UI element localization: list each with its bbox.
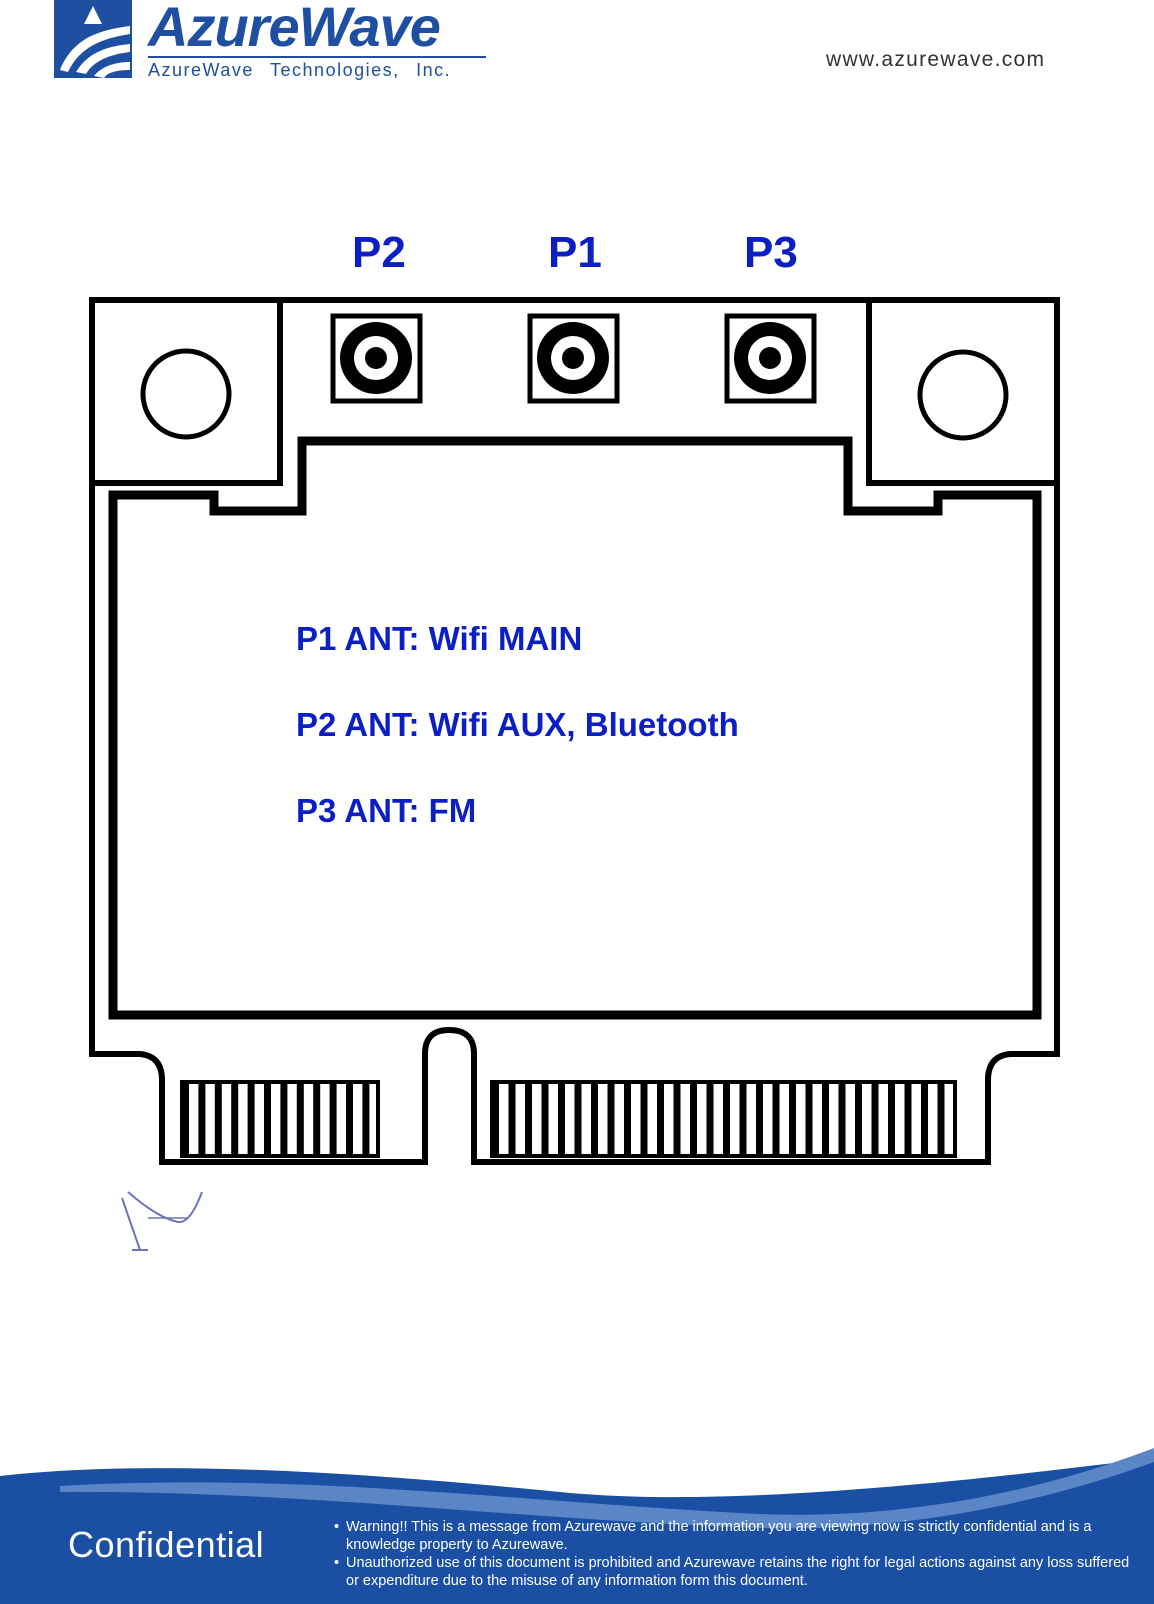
connector-pin [640, 1082, 648, 1156]
website-url: www.azurewave.com [826, 48, 1046, 71]
connector-pin [231, 1082, 239, 1156]
connector-pin [822, 1082, 829, 1156]
connector-pin [657, 1082, 664, 1156]
azurewave-logo-icon [54, 0, 132, 78]
connector-pin [921, 1082, 928, 1156]
bullet: • [334, 1555, 340, 1571]
connector-pin [591, 1082, 598, 1156]
connector-pin [805, 1082, 813, 1156]
edge-connector-pins-left [180, 1080, 380, 1158]
connector-pin [198, 1082, 206, 1156]
connector-pin [264, 1082, 271, 1156]
connector-pin [525, 1082, 532, 1156]
connector-pin [673, 1082, 681, 1156]
connector-pin [362, 1082, 370, 1156]
connector-pin [855, 1082, 862, 1156]
antenna-connector-p2 [330, 313, 423, 404]
connector-pin [723, 1082, 730, 1156]
connector-pin [280, 1082, 288, 1156]
connector-pin [904, 1082, 912, 1156]
port-label-p1: P1 [548, 228, 602, 277]
connector-pin [607, 1082, 615, 1156]
legend-p1: P1 ANT: Wifi MAIN [296, 620, 583, 657]
connector-pin [888, 1082, 895, 1156]
connector-pin [690, 1082, 697, 1156]
board-outline [89, 297, 1060, 1165]
connector-pin [329, 1082, 337, 1156]
connector-pin [541, 1082, 549, 1156]
connector-pin [574, 1082, 582, 1156]
footer-banner [0, 1428, 1154, 1604]
shield-outline [108, 436, 1042, 1020]
connector-pin [739, 1082, 747, 1156]
antenna-connector-p1 [527, 313, 620, 404]
connector-pin [182, 1082, 189, 1156]
port-label-p3: P3 [744, 228, 798, 277]
legend-p2: P2 ANT: Wifi AUX, Bluetooth [296, 706, 739, 743]
brand-name: AzureWave [148, 0, 441, 58]
connector-pin [492, 1082, 499, 1156]
connector-pin [214, 1082, 222, 1156]
warning-text-2: Unauthorized use of this document is pro… [346, 1555, 1130, 1589]
connector-pin [508, 1082, 516, 1156]
right-mount-hole [917, 349, 1009, 441]
left-mount-hole [140, 348, 232, 440]
connector-pin [871, 1082, 879, 1156]
antenna-connector-p3 [724, 313, 817, 404]
warning-notice-1: • Warning!! This is a message from Azurew… [334, 1518, 1146, 1554]
brand-subtitle: AzureWave Technologies, Inc. [148, 60, 452, 80]
watermark-icon [121, 1191, 203, 1251]
connector-pin [937, 1082, 945, 1156]
right-mount-pad [866, 297, 1060, 486]
connector-pin [838, 1082, 846, 1156]
connector-pin [756, 1082, 763, 1156]
brand-divider [148, 56, 486, 58]
connector-pin [772, 1082, 780, 1156]
connector-pin [346, 1082, 353, 1156]
connector-pin [296, 1082, 304, 1156]
edge-connector-pins-right [490, 1080, 957, 1158]
connector-pin [313, 1082, 321, 1156]
connector-pin [624, 1082, 631, 1156]
warning-notice-2: • Unauthorized use of this document is pr… [334, 1554, 1146, 1590]
left-mount-pad [89, 297, 283, 486]
warning-text-1: Warning!! This is a message from Azurewa… [346, 1519, 1092, 1553]
connector-pin [247, 1082, 255, 1156]
bullet: • [334, 1519, 340, 1535]
confidential-label: Confidential [68, 1524, 265, 1565]
connector-pin [706, 1082, 714, 1156]
minicard-outline-diagram [89, 297, 1060, 1165]
connector-pin [789, 1082, 796, 1156]
port-label-p2: P2 [352, 228, 406, 277]
legend-p3: P3 ANT: FM [296, 792, 477, 829]
connector-pin [558, 1082, 565, 1156]
